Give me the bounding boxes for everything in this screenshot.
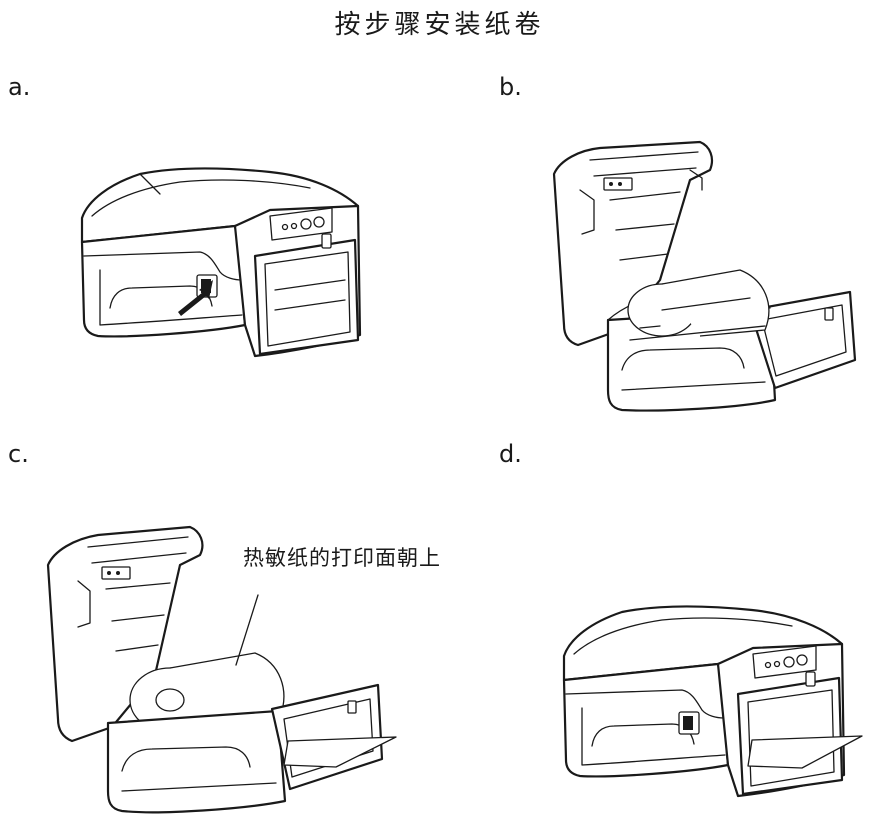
printer-closed-with-paper-icon xyxy=(562,605,863,798)
step-a-label: a. xyxy=(8,73,31,101)
step-c-label: c. xyxy=(8,440,29,468)
step-b-label: b. xyxy=(499,73,522,101)
printer-closed-icon xyxy=(80,167,362,358)
page-title: 按步骤安装纸卷 xyxy=(334,10,545,40)
step-d-label: d. xyxy=(499,440,522,468)
printer-open-with-roll-icon xyxy=(46,525,397,814)
paper-side-annotation: 热敏纸的打印面朝上 xyxy=(243,546,441,570)
printer-open-empty-icon xyxy=(552,140,857,412)
arrow-icon xyxy=(178,280,213,316)
